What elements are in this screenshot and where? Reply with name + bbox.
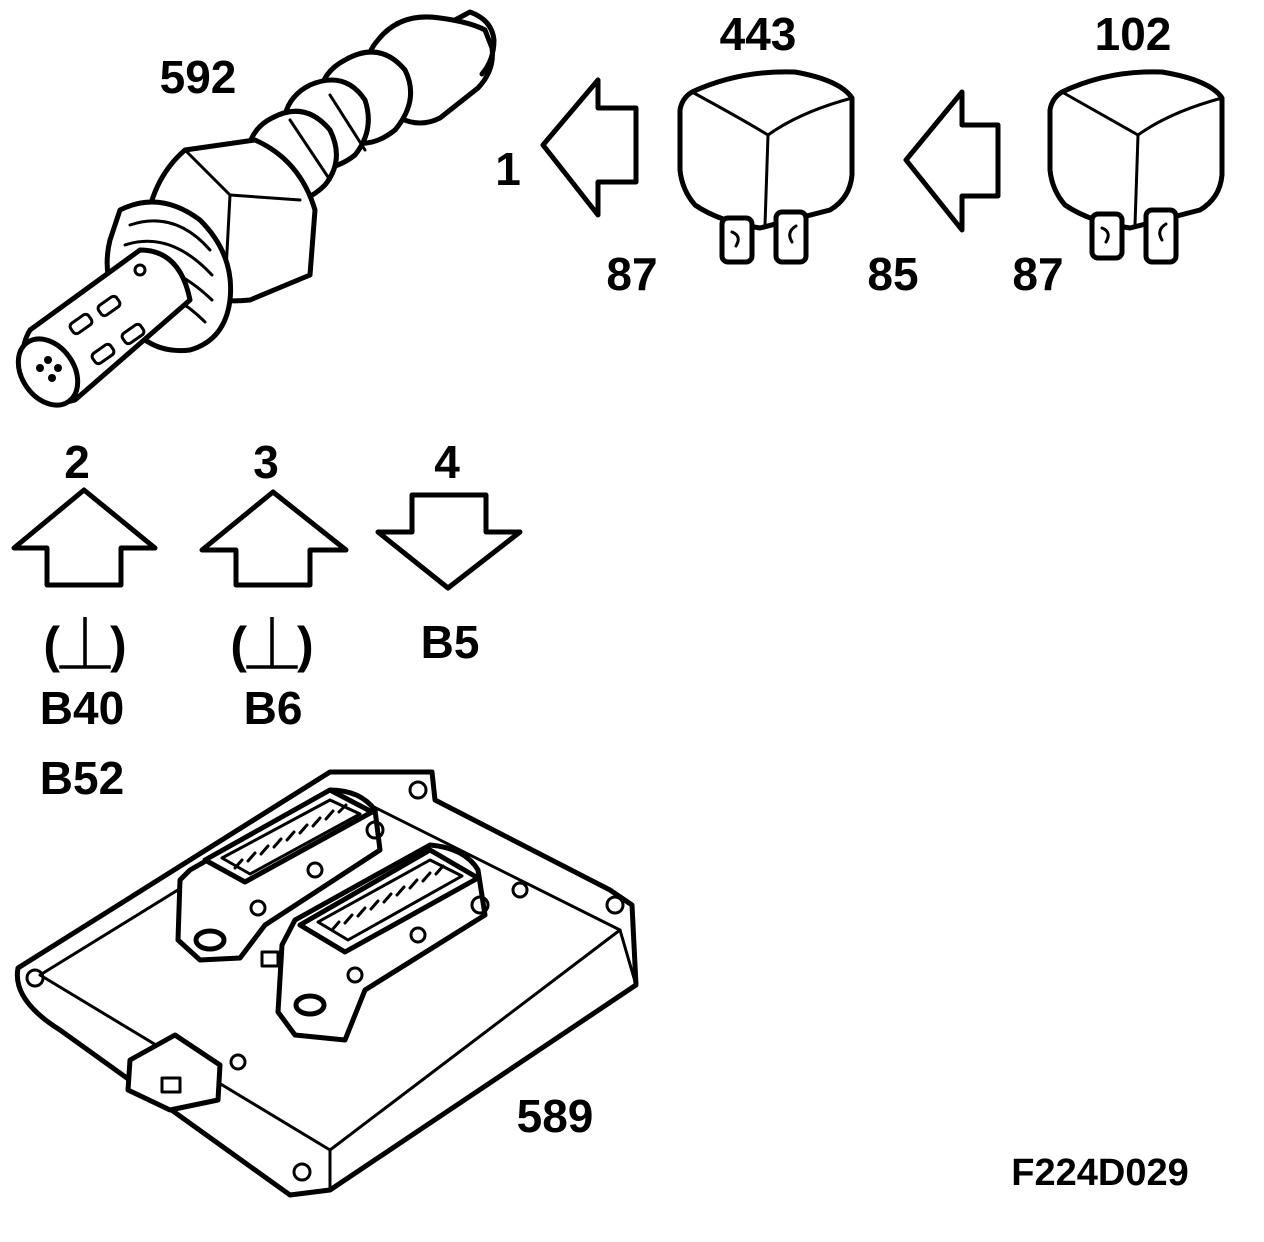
- connection-2-code-1: B40: [40, 682, 124, 734]
- relay-b-id-label: 102: [1095, 8, 1172, 60]
- relay-a-input-label: 85: [867, 248, 918, 300]
- relay-102-drawing: [1047, 69, 1225, 265]
- figure-id-label: F224D029: [1011, 1152, 1188, 1194]
- connection-4-label: 4: [434, 436, 460, 488]
- arrow-down-icon: [375, 492, 523, 591]
- relay-b-pin-label: 87: [1012, 248, 1063, 300]
- arrow-left-icon: [540, 77, 639, 218]
- oxygen-sensor-drawing: [15, 9, 497, 408]
- relay-443-drawing: [677, 69, 855, 265]
- connection-3-label: 3: [253, 436, 279, 488]
- control-unit-drawing: [14, 769, 639, 1198]
- arrow-up-icon: [11, 487, 158, 588]
- arrow-up-icon: [199, 489, 349, 588]
- connection-2-code-2: B52: [40, 752, 124, 804]
- arrow-left-icon: [903, 89, 1001, 233]
- connection-3-code-1: B6: [244, 682, 303, 734]
- sensor-id-label: 592: [160, 51, 237, 103]
- connection-2-symbol: (⏊): [43, 616, 126, 673]
- control-unit-id-label: 589: [517, 1090, 594, 1142]
- relay-a-id-label: 443: [720, 8, 797, 60]
- connection-3-symbol: (⏊): [230, 616, 313, 673]
- connection-1-label: 1: [495, 143, 521, 195]
- relay-a-pin-label: 87: [606, 248, 657, 300]
- connection-4-code-1: B5: [421, 616, 480, 668]
- connection-2-label: 2: [64, 436, 90, 488]
